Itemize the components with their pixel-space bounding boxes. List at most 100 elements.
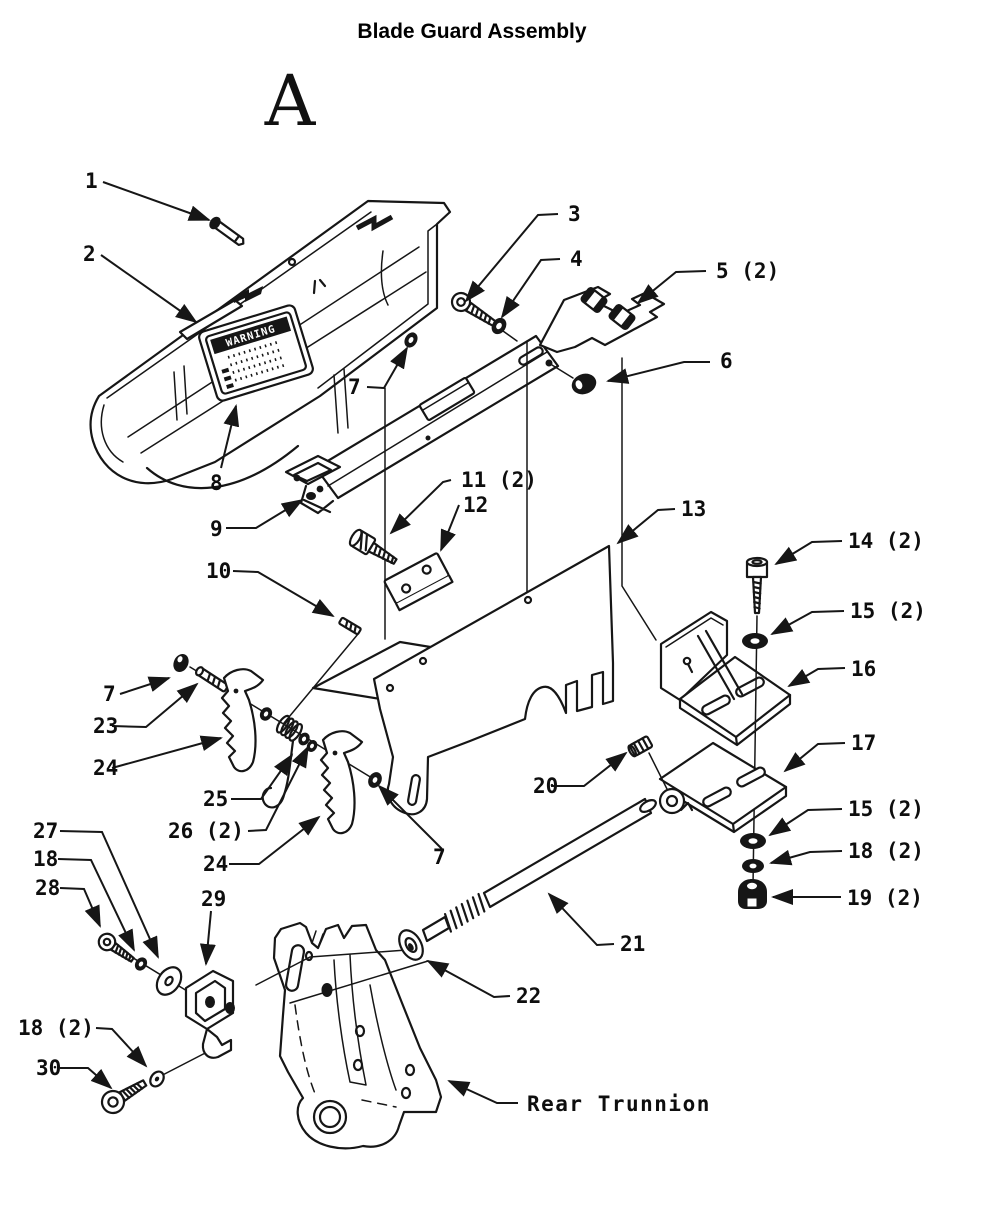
screw-30 (100, 1079, 148, 1115)
rear-trunnion (272, 921, 443, 1150)
callout-21: 21 (620, 932, 645, 956)
leader-9 (226, 498, 304, 529)
leader-10 (232, 570, 335, 618)
callout-18-2-left: 18 (2) (18, 1016, 94, 1040)
leader-3 (464, 213, 559, 303)
screw-3 (450, 291, 498, 328)
cap-7-left (173, 653, 189, 673)
callout-19-2: 19 (2) (847, 886, 923, 910)
page-title: Blade Guard Assembly (357, 20, 586, 43)
callout-6: 6 (720, 349, 733, 373)
leader-26-2 (247, 745, 309, 832)
callout-8: 8 (210, 471, 223, 495)
leader-18-2-right (769, 849, 843, 866)
leader-rear-trunnion (447, 1080, 518, 1104)
plate-12 (383, 552, 454, 612)
leader-27 (59, 830, 159, 959)
leader-25 (231, 753, 294, 800)
leader-24-upper (111, 735, 223, 769)
bushing-5b (608, 304, 636, 330)
pin-10 (338, 616, 362, 636)
callout-5-2: 5 (2) (716, 259, 779, 283)
leader-23 (111, 682, 199, 729)
leader-6 (606, 361, 710, 384)
callout-18-2-right: 18 (2) (848, 839, 924, 863)
callout-13: 13 (681, 497, 706, 521)
washer-7-top (404, 332, 418, 348)
screw-14 (745, 556, 769, 615)
bracket-29 (184, 969, 235, 1059)
washer-26b (298, 732, 310, 746)
leader-24-lower (229, 815, 321, 865)
leader-7-right (377, 784, 443, 850)
callout-11-2: 11 (2) (461, 468, 537, 492)
spring-25 (275, 714, 303, 742)
blade-guard-cover: WARNING (89, 199, 452, 490)
callout-29: 29 (201, 887, 226, 911)
warning-label: WARNING (198, 304, 314, 402)
leader-17 (783, 742, 846, 773)
callout-22: 22 (516, 984, 541, 1008)
callout-12: 12 (463, 493, 488, 517)
callout-2: 2 (83, 242, 96, 266)
leader-15-2-lower (768, 808, 843, 837)
callout-23: 23 (93, 714, 118, 738)
callout-30: 30 (36, 1056, 61, 1080)
nut-19 (738, 879, 767, 909)
washer-18-right (742, 859, 764, 873)
rod-axis-lines (255, 948, 429, 1004)
leader-5-2 (636, 270, 707, 305)
bracket-16 (659, 610, 792, 747)
set-screw-20 (627, 735, 654, 758)
screw-1 (209, 216, 245, 246)
leader-20 (551, 751, 628, 787)
callout-27: 27 (33, 819, 58, 843)
bushing-5a (580, 287, 608, 313)
callout-25: 25 (203, 787, 228, 811)
callout-28: 28 (35, 876, 60, 900)
view-label: A (264, 60, 317, 142)
washer-26c (306, 740, 318, 752)
callout-16: 16 (851, 657, 876, 681)
leader-13 (616, 508, 676, 545)
washer-7-right (368, 772, 382, 788)
leader-14-2 (774, 540, 843, 566)
callout-18-single: 18 (33, 847, 58, 871)
leader-18-single (57, 858, 135, 952)
callout-24-lower: 24 (203, 852, 228, 876)
leader-15-2-upper (770, 610, 845, 635)
callout-26-2: 26 (2) (168, 819, 244, 843)
leader-29 (199, 910, 216, 966)
leader-28 (59, 887, 101, 928)
cap-6 (571, 373, 597, 395)
leader-4 (500, 258, 561, 319)
leader-16 (787, 667, 846, 688)
washer-18-a (134, 957, 148, 971)
washer-22 (398, 929, 424, 961)
leader-7-left (119, 676, 171, 695)
leader-8 (220, 404, 240, 469)
pawl-24-lower (319, 730, 364, 835)
callout-10: 10 (206, 559, 231, 583)
washer-27 (155, 966, 183, 996)
washer-18-left (149, 1070, 165, 1088)
leader-2 (100, 254, 198, 324)
leader-12 (440, 504, 460, 552)
washer-4 (491, 317, 507, 335)
leader-11-2 (389, 479, 452, 535)
leader-7-top (366, 346, 408, 390)
callout-rear-trunnion: Rear Trunnion (527, 1092, 711, 1116)
leader-18-2-left (95, 1027, 148, 1068)
callout-20: 20 (533, 774, 558, 798)
callout-15-2-lower: 15 (2) (848, 797, 924, 821)
callout-1: 1 (85, 169, 98, 193)
pawl-assembly (173, 653, 382, 835)
leader-1 (102, 181, 211, 221)
callout-4: 4 (570, 247, 583, 271)
leader-21 (547, 892, 615, 947)
washer-26a (259, 707, 273, 721)
guard-arm (284, 334, 560, 515)
